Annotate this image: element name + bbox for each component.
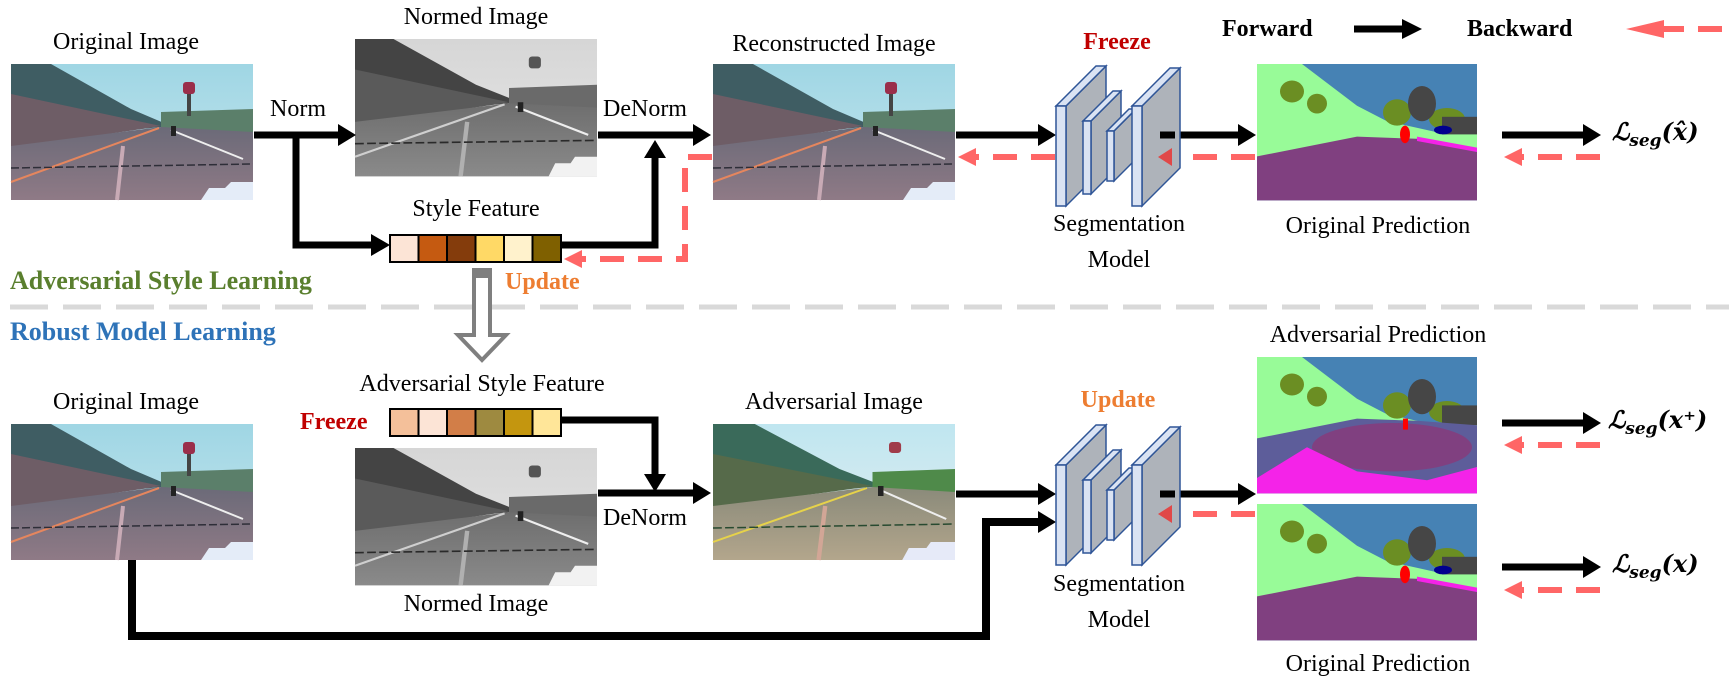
norm-arrow [254,124,356,146]
reconstructed-image [711,62,957,202]
legend-backward-label: Backward [1467,16,1573,42]
loss-subscript: seg [1629,562,1662,583]
top-denorm-label: DeNorm [603,96,687,122]
style-transfer-hollow-arrow [453,268,511,363]
adv-style-feature-cell-6 [531,408,562,437]
segmentation-model-top [1054,64,1182,208]
style-feature-cell-3 [446,234,477,263]
style-feature-label: Style Feature [412,196,540,222]
loss-subscript: seg [1629,130,1662,151]
orig-loss-label: ℒseg(x) [1612,552,1699,582]
adv-style-feature-cell-3 [446,408,477,437]
bottom-original-image-label: Original Image [53,389,199,415]
top-update-label: Update [505,269,580,295]
bottom-model-label-2: Model [1087,607,1151,633]
bottom-original-image [9,422,255,562]
bottom-original-prediction [1257,504,1477,641]
style-feature-cell-4 [474,234,505,263]
bottom-denorm-label: DeNorm [603,505,687,531]
bottom-update-label: Update [1080,387,1156,413]
segmentation-model-bottom [1054,423,1182,567]
adversarial-prediction [1257,357,1477,494]
style-feature-cell-5 [503,234,534,263]
adversarial-image [713,424,955,560]
loss-symbol: ℒ [1608,405,1626,434]
backward-model-to-recon [958,148,1055,166]
adv-style-feature-cell-5 [503,408,534,437]
legend-forward-label: Forward [1222,16,1313,42]
adversarial-style-feature-bar [389,408,562,437]
orig-pred-to-loss-arrow [1502,556,1601,578]
original-to-model-skip-arrow [128,511,1056,640]
top-prediction-label: Original Prediction [1285,213,1471,239]
bottom-normed-image-label: Normed Image [403,591,549,617]
style-feature-cell-2 [417,234,448,263]
section-title-robust-model: Robust Model Learning [10,317,276,346]
adv-style-feature-cell-4 [474,408,505,437]
backward-recon-to-style [564,154,712,268]
bottom-normed-image [355,448,597,585]
top-freeze-label: Freeze [1083,29,1151,55]
recon-to-model-arrow [956,124,1056,146]
adversarial-image-label: Adversarial Image [745,389,923,415]
adv-pred-to-loss-arrow [1502,412,1601,434]
norm-label: Norm [270,96,326,122]
top-model-label-1: Segmentation [1053,211,1185,237]
pred-to-loss-arrow-top [1502,124,1601,146]
denorm-arrow [598,124,711,146]
backward-orig-loss [1504,581,1600,599]
style-feature-cell-1 [389,234,420,263]
adv-loss-label: ℒseg(x⁺) [1608,408,1707,438]
reconstructed-image-label: Reconstructed Image [732,31,936,57]
backward-loss-to-pred-top [1504,148,1600,166]
section-title-adversarial-style: Adversarial Style Learning [10,266,312,295]
adv-style-feature-cell-1 [389,408,420,437]
loss-symbol: ℒ [1612,549,1630,578]
loss-argument: (x̂) [1661,117,1699,146]
bottom-model-label-1: Segmentation [1053,571,1185,597]
adv-feature-to-denorm-arrow [562,416,666,492]
top-original-image [9,62,255,202]
bottom-original-prediction-label: Original Prediction [1285,651,1471,677]
adversarial-prediction-label: Adversarial Prediction [1269,322,1487,348]
top-original-image-label: Original Image [53,29,199,55]
legend-backward-arrow [1626,20,1722,38]
top-original-prediction [1257,64,1477,201]
style-to-denorm-arrow [562,140,666,249]
adv-style-feature-cell-2 [417,408,448,437]
top-normed-image [355,39,597,176]
backward-adv-loss [1504,436,1600,454]
style-branch-arrow [292,135,390,256]
loss-argument: (x⁺) [1657,405,1708,434]
top-model-label-2: Model [1087,247,1151,273]
top-normed-image-label: Normed Image [403,4,549,30]
loss-subscript: seg [1625,418,1658,439]
style-feature-cell-6 [531,234,562,263]
bottom-freeze-label: Freeze [300,409,368,435]
top-loss-label: ℒseg(x̂) [1612,120,1699,150]
style-feature-bar [389,234,562,263]
loss-symbol: ℒ [1612,117,1630,146]
adv-style-feature-label: Adversarial Style Feature [359,371,605,397]
adv-image-to-model-arrow [956,483,1056,505]
legend-forward-arrow [1354,19,1422,39]
normed-to-adv-image-arrow [598,482,711,504]
loss-argument: (x) [1661,549,1699,578]
